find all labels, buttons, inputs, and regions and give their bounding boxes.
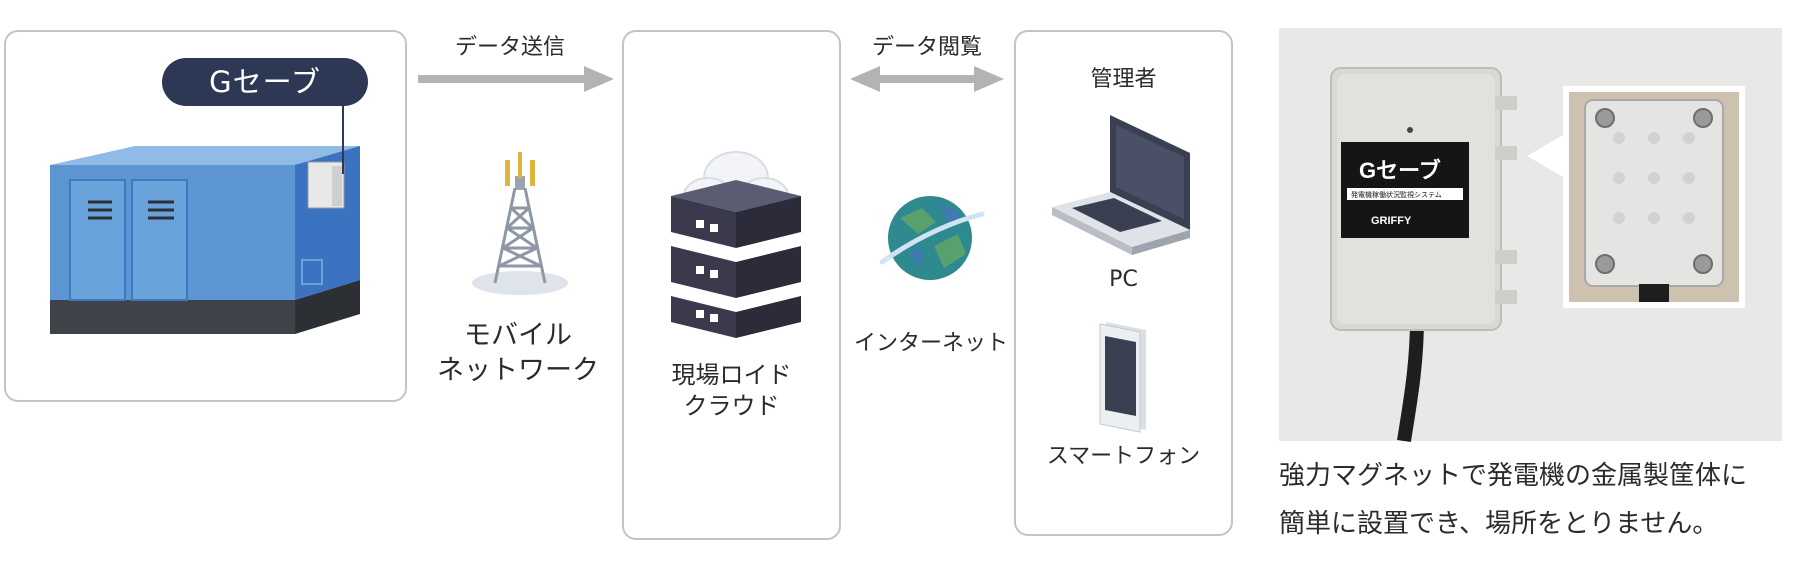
data-send-label: データ送信 (454, 35, 565, 60)
product-caption: 強力マグネットで発電機の金属製筐体に 簡単に設置でき、場所をとりません。 (1279, 452, 1789, 548)
manager-label: 管理者 (1090, 67, 1157, 92)
sticker-title: Gセーブ (1359, 158, 1441, 183)
generator-illustration (50, 146, 360, 334)
laptop-icon (1052, 115, 1190, 255)
badge-connector (342, 104, 344, 174)
mobile-network-line-1: モバイル (464, 320, 572, 351)
view-arrow (850, 66, 1004, 92)
tower-icon (472, 152, 568, 295)
smartphone-icon (1099, 322, 1146, 433)
manager-panel (1014, 30, 1233, 536)
sticker-brand: GRIFFY (1371, 215, 1412, 227)
sticker-subtitle: 発電機稼働状況監視システム (1351, 190, 1442, 199)
send-arrow (418, 66, 614, 92)
cloud-label: 現場ロイド クラウド (622, 360, 841, 422)
smartphone-label: スマートフォン (1046, 444, 1201, 469)
product-photo: Gセーブ 発電機稼働状況監視システム GRIFFY (1279, 28, 1782, 443)
caption-line-2: 簡単に設置でき、場所をとりません。 (1279, 509, 1719, 539)
cloud-label-line-2: クラウド (683, 392, 780, 421)
pc-label: PC (1109, 267, 1138, 292)
mobile-network-label: モバイル ネットワーク (418, 318, 618, 388)
caption-line-1: 強力マグネットで発電機の金属製筐体に (1279, 461, 1748, 491)
device-badge: Gセーブ (162, 58, 368, 106)
globe-icon (879, 196, 985, 280)
mobile-network-line-2: ネットワーク (437, 355, 599, 387)
data-view-label: データ閲覧 (871, 35, 982, 60)
cloud-label-line-1: 現場ロイド (671, 361, 792, 389)
internet-label: インターネット (853, 331, 1008, 356)
server-cloud-icon (671, 151, 801, 338)
